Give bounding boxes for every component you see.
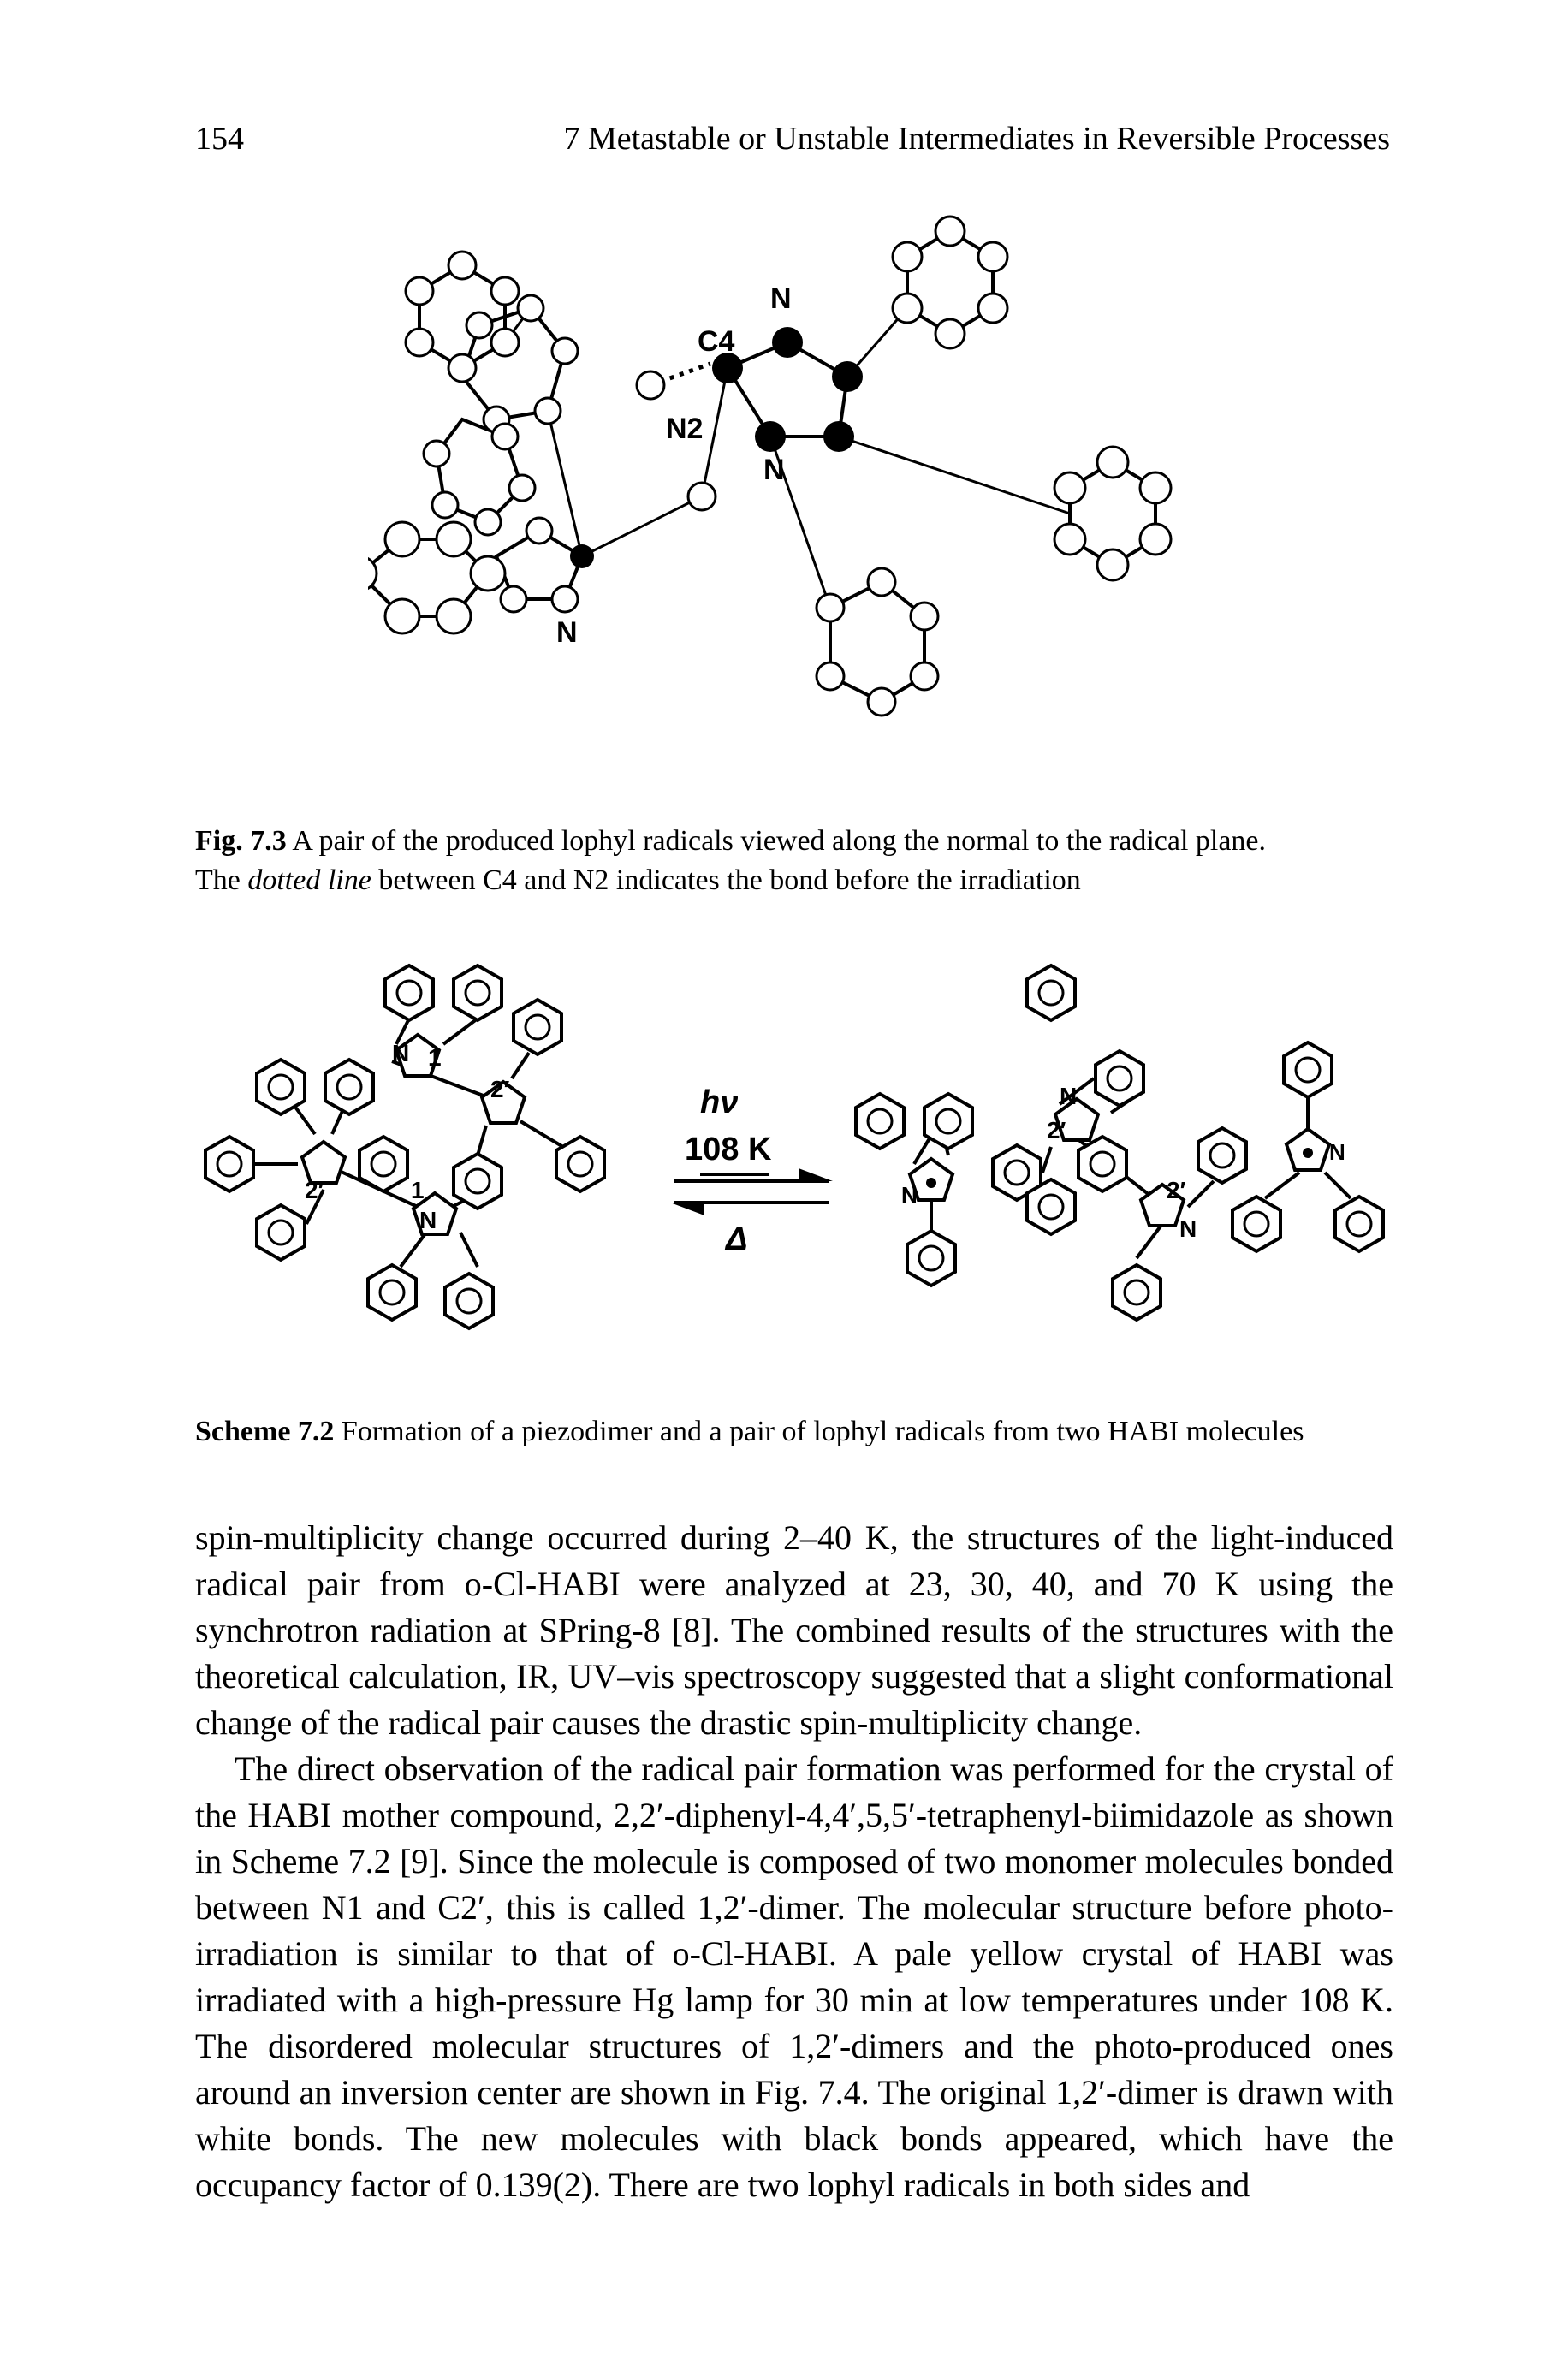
arrow-label-hv: hν — [700, 1084, 738, 1120]
atom-label-n-bottom: N — [556, 616, 578, 649]
label-n-right-2: N — [1179, 1215, 1197, 1242]
figure-7-3-molecular-structure: C4 N N2 N N — [368, 215, 1173, 717]
figure-7-3-caption-label: Fig. 7.3 — [195, 825, 287, 857]
page-number: 154 — [195, 121, 244, 157]
figure-7-3-caption-pre: The — [195, 864, 241, 896]
figure-7-3-caption-post: between C4 and N2 indicates the bond bef… — [378, 864, 1081, 896]
figure-7-3-caption-line1: A pair of the produced lophyl radicals v… — [292, 825, 1267, 857]
label-2prime-left-2: 2′ — [305, 1177, 324, 1203]
scheme-7-2-caption-text: Formation of a piezodimer and a pair of … — [341, 1416, 1304, 1447]
figure-7-3-caption: Fig. 7.3 A pair of the produced lophyl r… — [195, 822, 1393, 900]
body-text: spin-multiplicity change occurred during… — [195, 1515, 1393, 2208]
label-n-radical-left: N — [901, 1182, 918, 1208]
paragraph-1: spin-multiplicity change occurred during… — [195, 1518, 1393, 1742]
atom-label-n2: N2 — [666, 413, 703, 445]
label-2prime-right-1: 2′ — [1047, 1117, 1066, 1143]
right-products: N 2′ 2′ N N N — [854, 964, 1385, 1322]
label-1-left-1: 1 — [428, 1044, 442, 1071]
arrow-label-delta: Δ — [724, 1221, 748, 1257]
label-1-left-2: 1 — [411, 1177, 425, 1203]
label-2prime-right-2: 2′ — [1167, 1177, 1186, 1203]
label-n-radical-right: N — [1329, 1139, 1345, 1165]
atom-label-n-mid: N — [763, 454, 785, 486]
scheme-7-2-reaction-diagram: N 1 2′ 2′ 1 N hν 108 K Δ — [204, 964, 1385, 1330]
scheme-7-2-caption: Scheme 7.2 Formation of a piezodimer and… — [195, 1412, 1393, 1452]
figure-7-3-caption-italic: dotted line — [247, 864, 371, 896]
arrow-label-temperature: 108 K — [685, 1132, 772, 1167]
atom-label-n-top: N — [770, 282, 792, 315]
label-n-left-1: N — [392, 1040, 409, 1066]
atom-label-c4: C4 — [698, 325, 735, 358]
equilibrium-arrows: hν 108 K Δ — [670, 1084, 833, 1257]
paragraph-2: The direct observation of the radical pa… — [195, 1749, 1393, 2204]
label-n-left-2: N — [419, 1207, 437, 1233]
running-title: 7 Metastable or Unstable Intermediates i… — [563, 121, 1390, 157]
label-2prime-left-1: 2′ — [490, 1076, 510, 1102]
scheme-7-2-caption-label: Scheme 7.2 — [195, 1416, 335, 1447]
left-habi-dimers: N 1 2′ 2′ 1 N — [204, 964, 606, 1330]
label-n-right-1: N — [1060, 1083, 1077, 1109]
